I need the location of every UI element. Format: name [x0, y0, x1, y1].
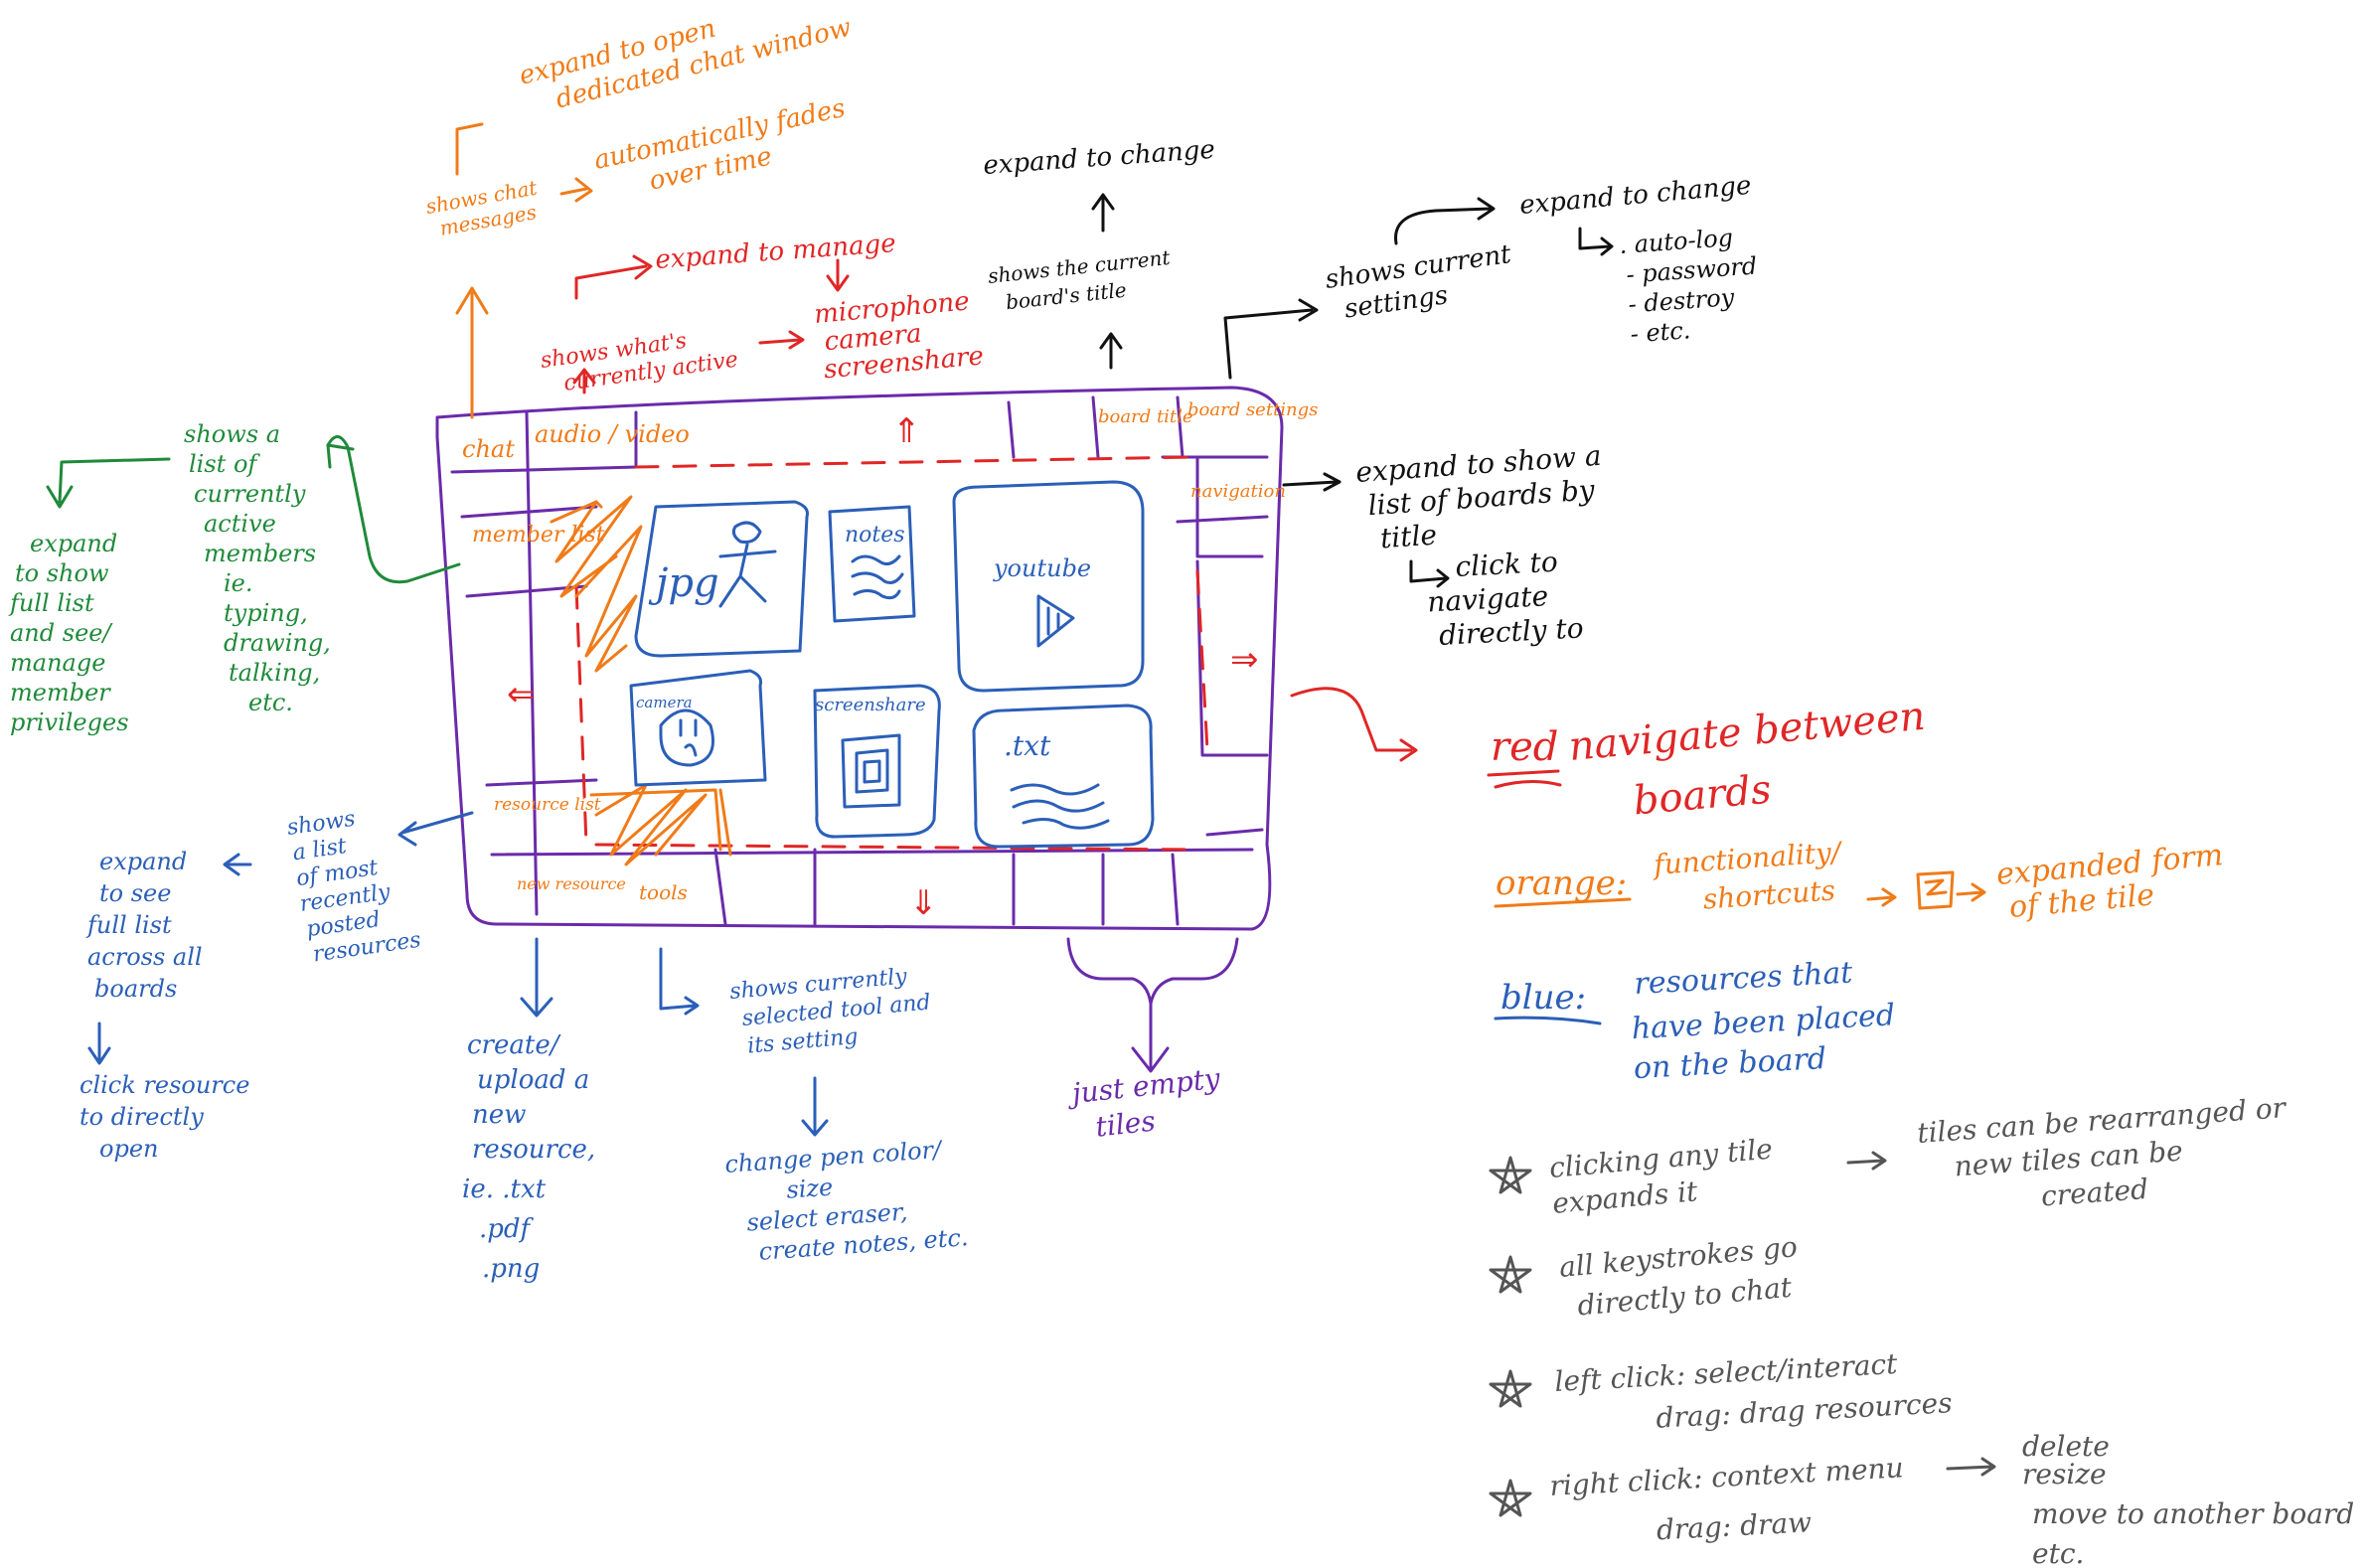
resource-notes: notes — [845, 523, 905, 548]
nav-left-arrow-icon: ⇐ — [507, 675, 536, 714]
svg-text:shows what's currently a: shows what's currently active — [539, 322, 739, 399]
svg-text:microphone camera: microphone camera screenshare — [813, 286, 985, 386]
svg-text:just empty tiles: just empty tiles — [1064, 1061, 1234, 1147]
member-annotations: shows a list of currently active members… — [8, 420, 338, 736]
empty-tiles-annotation: just empty tiles — [1064, 1061, 1234, 1147]
svg-text:left click: select/interact: left click: select/interact drag: drag r… — [1554, 1344, 1954, 1440]
svg-text:click to navigate: click to navigate directly to — [1425, 544, 1585, 652]
svg-text:expand to manage: expand to manage — [654, 229, 896, 275]
interaction-notes: clicking any tile expands it tiles can b… — [1489, 1091, 2363, 1568]
tile-navigation: navigation — [1190, 481, 1286, 502]
tools-annotations: shows currently selected tool and its se… — [723, 962, 969, 1267]
tile-board-settings: board settings — [1187, 399, 1318, 420]
board-tile-labels: chat audio / video member list resource … — [462, 399, 1318, 904]
svg-text:shows currently selected: shows currently selected tool and its se… — [728, 962, 941, 1060]
connector-arrows — [46, 122, 1614, 1137]
nav-up-arrow-icon: ⇑ — [892, 411, 921, 451]
legend: red navigate between boards orange: func… — [1487, 693, 2237, 1086]
svg-text:automatically fades over: automatically fades over time — [591, 91, 863, 207]
legend-blue-key: blue: — [1501, 978, 1586, 1018]
title-settings-annotations: expand to change shows the current board… — [982, 135, 1769, 652]
svg-text:all keystrokes go direct: all keystrokes go directly to chat — [1558, 1229, 1812, 1323]
svg-text:clicking any tile expand: clicking any tile expands it — [1548, 1132, 1786, 1220]
svg-text:expand to change: expand to change — [982, 135, 1215, 181]
resource-cards — [629, 480, 1155, 849]
resource-annotations: shows a list of most recently posted res… — [79, 800, 603, 1284]
svg-text:shows chat messages: shows chat messages — [424, 175, 550, 242]
svg-text:tiles can be rearranged or: tiles can be rearranged or new tiles can… — [1916, 1091, 2300, 1221]
svg-text:delete resize move: delete resize move to another board etc. — [2022, 1430, 2363, 1568]
svg-text:change pen color/ size: change pen color/ size select eraser, cr… — [723, 1134, 969, 1267]
svg-text:. auto-log - password: . auto-log - password - destroy - etc. — [1618, 222, 1769, 349]
svg-text:expand to show a list of: expand to show a list of boards by title — [1354, 438, 1616, 556]
navigation-border — [574, 455, 1209, 852]
svg-text:shows a list of mo: shows a list of most recently posted res… — [285, 800, 422, 969]
tile-chat: chat — [462, 435, 515, 463]
tile-tools: tools — [639, 880, 688, 904]
tile-audio-video: audio / video — [535, 420, 690, 448]
legend-orange-key: orange: — [1496, 863, 1627, 903]
svg-text:right click: context menu: right click: context menu drag: draw — [1549, 1451, 1916, 1552]
svg-text:click resource to direct: click resource to directly open — [79, 1071, 257, 1163]
note-star-icon — [1489, 1156, 1532, 1517]
tile-member-list: member list — [472, 523, 605, 548]
board-outline — [435, 386, 1284, 1073]
svg-text:expand to change: expand to change — [1518, 171, 1753, 221]
tile-new-resource: new resource — [517, 874, 626, 893]
nav-arrows: ⇑ ⇓ ⇐ ⇒ — [507, 411, 1259, 923]
svg-text:shows current settings: shows current settings — [1324, 238, 1525, 327]
resource-youtube: youtube — [993, 554, 1091, 582]
av-annotations: expand to manage shows what's currently … — [539, 229, 985, 399]
svg-text:functionality/ shortcuts: functionality/ shortcuts — [1651, 835, 1853, 919]
chat-annotations: expand to open dedicated chat window aut… — [424, 13, 863, 242]
legend-red-key: red — [1491, 724, 1558, 770]
svg-text:shows the current board': shows the current board's title — [987, 244, 1181, 316]
resource-labels: jpg notes youtube camera screenshare .tx… — [636, 523, 1091, 762]
resource-txt: .txt — [1004, 729, 1051, 762]
svg-text:expand to see full: expand to see full list across all board… — [85, 848, 210, 1003]
svg-text:navigate between boards: navigate between boards — [1567, 693, 1945, 830]
svg-text:resources that have been: resources that have been placed on the b… — [1629, 953, 1908, 1086]
resource-camera: camera — [636, 694, 693, 711]
tile-hatching — [550, 495, 732, 866]
resource-screenshare: screenshare — [815, 695, 926, 715]
tile-board-title: board title — [1098, 406, 1193, 427]
resource-jpg: jpg — [648, 560, 719, 606]
svg-text:shows a list of cu: shows a list of currently active members… — [184, 420, 338, 716]
nav-down-arrow-icon: ⇓ — [909, 883, 938, 923]
svg-text:create/ upload a n: create/ upload a new resource, ie. .txt … — [462, 1030, 603, 1284]
tile-resource-list: resource list — [494, 795, 601, 815]
svg-text:expanded form of the til: expanded form of the tile — [1995, 837, 2237, 926]
nav-right-arrow-icon: ⇒ — [1230, 640, 1259, 680]
svg-text:expand to show ful: expand to show full list and see/ manage… — [8, 530, 129, 736]
